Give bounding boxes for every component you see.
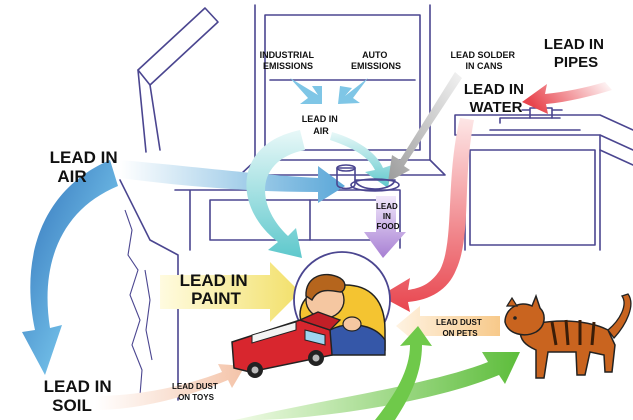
- label-lead-in-soil: LEAD IN SOIL: [44, 377, 117, 415]
- arrow-air-to-soil: [22, 160, 118, 375]
- label-lead-in-air-window: LEAD IN AIR: [302, 114, 341, 136]
- arrow-green-to-pet-large: [235, 352, 520, 420]
- label-lead-dust-on-toys: LEAD DUST ON TOYS: [172, 382, 220, 402]
- arrow-lead-solder: [388, 72, 462, 182]
- food-on-table: [336, 164, 400, 192]
- arrow-air-to-food: [330, 132, 392, 188]
- arrow-soil-to-toys: [95, 364, 245, 410]
- cat-illustration: [504, 293, 632, 379]
- label-lead-dust-on-pets: LEAD DUST ON PETS: [436, 318, 484, 338]
- label-auto-emissions: AUTO EMISSIONS: [351, 50, 401, 71]
- label-lead-in-air-left: LEAD IN AIR: [50, 148, 123, 186]
- arrow-auto-emissions: [338, 78, 368, 104]
- label-industrial-emissions: INDUSTRIAL EMISSIONS: [260, 50, 317, 71]
- arrow-paint-to-child: [160, 262, 300, 322]
- label-lead-in-pipes: LEAD IN PIPES: [544, 36, 608, 71]
- arrow-window-air-to-child: [246, 130, 305, 258]
- arrow-air-to-table: [120, 160, 345, 203]
- arrow-industrial-emissions: [290, 78, 322, 104]
- label-lead-in-water: LEAD IN WATER: [464, 81, 528, 116]
- arrow-pipes-to-water: [522, 82, 612, 114]
- label-lead-in-food: LEAD IN FOOD: [376, 202, 400, 231]
- arrow-water-to-child: [380, 118, 474, 312]
- arrow-food-to-child: [364, 196, 406, 258]
- arrow-green-to-child: [375, 326, 432, 420]
- label-lead-in-paint: LEAD IN PAINT: [180, 271, 253, 308]
- label-lead-solder-in-cans: LEAD SOLDER IN CANS: [450, 50, 517, 71]
- fire-truck-toy: [231, 311, 342, 378]
